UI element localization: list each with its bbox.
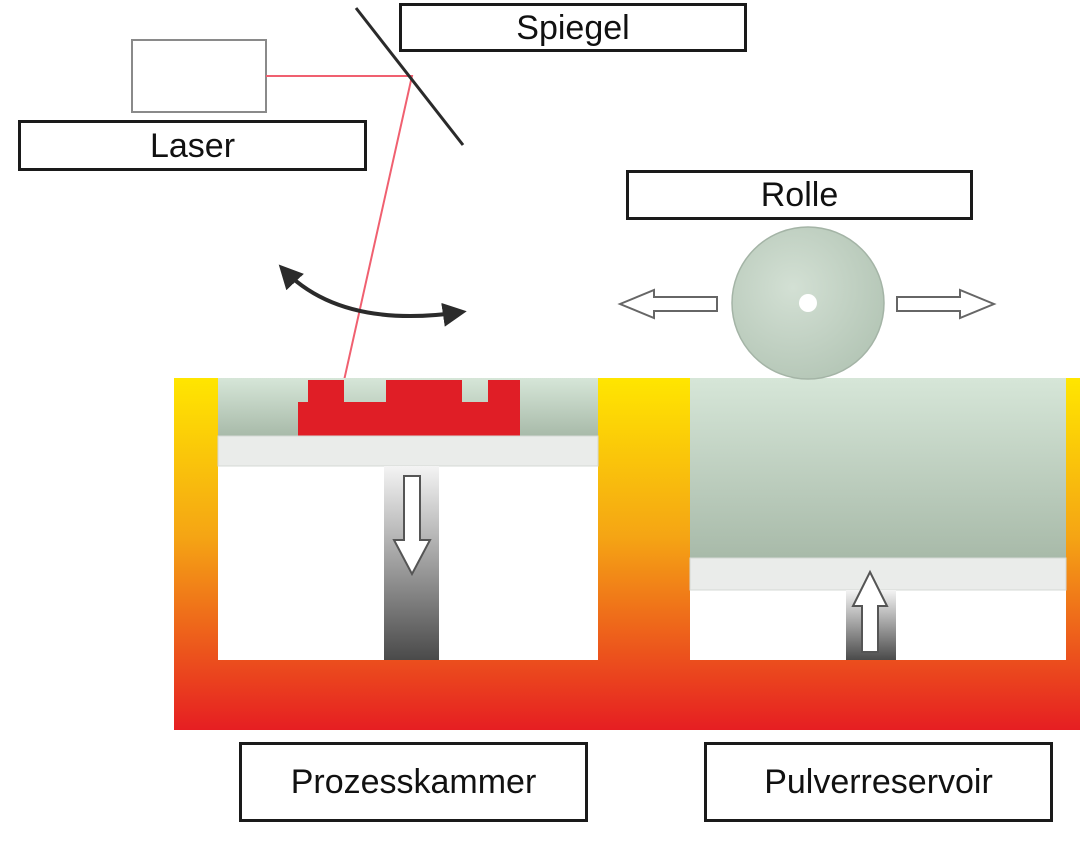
process-platform (217, 435, 599, 467)
laser-housing (131, 39, 267, 113)
roller-label: Rolle (626, 170, 973, 220)
roller-axle (799, 294, 817, 312)
arrow-up-icon (851, 569, 889, 653)
laser-label: Laser (18, 120, 367, 171)
reservoir-platform (689, 557, 1067, 591)
arrow-right-icon (896, 288, 997, 320)
process-chamber-label: Prozesskammer (239, 742, 588, 822)
build-frame (174, 378, 1080, 730)
arrow-down-icon (392, 475, 432, 577)
reservoir-powder (690, 378, 1066, 558)
mirror-label: Spiegel (399, 3, 747, 52)
powder-reservoir-label: Pulverreservoir (704, 742, 1053, 822)
arrow-left-icon (617, 288, 718, 320)
curved-double-arrow-icon (278, 264, 467, 327)
mirror-line (354, 7, 465, 146)
sintered-part (298, 380, 520, 436)
